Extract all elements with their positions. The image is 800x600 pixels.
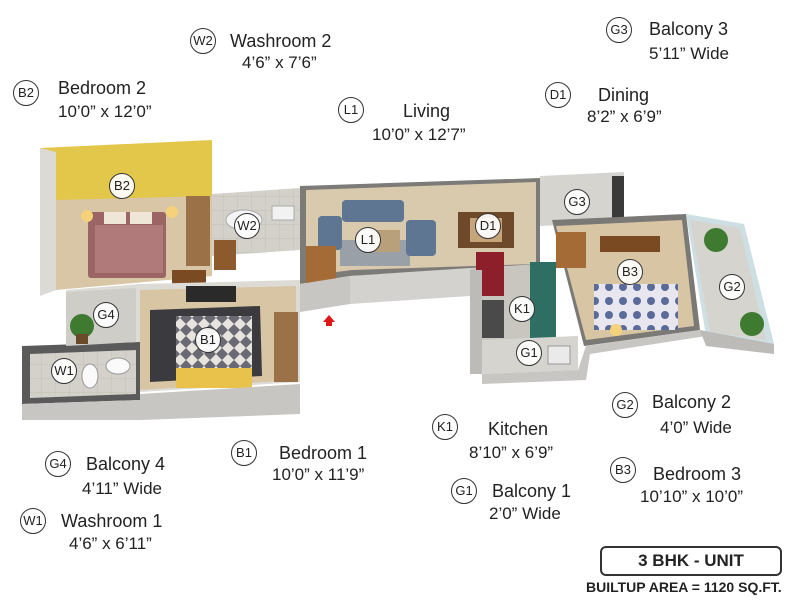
- plan-badge-g2: G2: [719, 274, 745, 300]
- legend-dims-g3: 5’11” Wide: [649, 44, 729, 63]
- legend-name-b2: Bedroom 2: [58, 78, 147, 98]
- legend-badge-d1: D1: [545, 82, 571, 108]
- legend-dims-g2: 4’0” Wide: [660, 418, 732, 437]
- legend-badge-g3: G3: [606, 17, 632, 43]
- legend-badge-w1: W1: [20, 508, 46, 534]
- plan-badge-k1: K1: [509, 296, 535, 322]
- legend-name-w1: Washroom 1: [61, 511, 163, 531]
- legend-name-g4: Balcony 4: [86, 454, 166, 474]
- legend-name-b1: Bedroom 1: [279, 443, 368, 463]
- legend-dims-b3: 10’10” x 10’0”: [640, 487, 744, 506]
- plan-badge-g3: G3: [564, 189, 590, 215]
- legend-dims-g1: 2’0” Wide: [489, 504, 561, 523]
- legend-name-g2: Balcony 2: [652, 392, 732, 412]
- legend-name-b3: Bedroom 3: [653, 464, 742, 484]
- plan-badge-l1: L1: [355, 227, 381, 253]
- plan-badge-b2: B2: [109, 173, 135, 199]
- builtup-area-label: BUILTUP AREA = 1120 SQ.FT.: [586, 579, 782, 595]
- slab-edges: [22, 268, 774, 420]
- legend-dims-b1: 10’0” x 11’9”: [272, 465, 365, 484]
- legend-badge-b2: B2: [13, 80, 39, 106]
- plan-badge-d1: D1: [475, 213, 501, 239]
- legend-name-g1: Balcony 1: [492, 481, 572, 501]
- legend-badge-g4: G4: [45, 451, 71, 477]
- legend-badge-g2: G2: [612, 392, 638, 418]
- plan-badge-w2: W2: [234, 213, 260, 239]
- plan-badge-b3: B3: [617, 259, 643, 285]
- kitchen-area: [470, 252, 556, 344]
- legend-dims-l1: 10’0” x 12’7”: [372, 125, 466, 144]
- legend-name-d1: Dining: [598, 85, 650, 105]
- plan-badge-b1: B1: [195, 327, 221, 353]
- legend-badge-w2: W2: [190, 28, 216, 54]
- washroom-1-area: [22, 342, 140, 404]
- legend-badge-b3: B3: [610, 457, 636, 483]
- legend-dims-b2: 10’0” x 12’0”: [58, 102, 152, 121]
- unit-type-label: 3 BHK - UNIT: [600, 546, 782, 576]
- entry-arrow-icon: [323, 315, 335, 326]
- legend-dims-k1: 8’10” x 6’9”: [469, 443, 554, 462]
- plan-badge-g1: G1: [516, 340, 542, 366]
- legend-name-k1: Kitchen: [488, 419, 549, 439]
- legend-badge-b1: B1: [231, 440, 257, 466]
- plan-badge-w1: W1: [51, 358, 77, 384]
- legend-badge-k1: K1: [432, 414, 458, 440]
- legend-name-l1: Living: [403, 101, 451, 121]
- legend-name-g3: Balcony 3: [649, 19, 729, 39]
- legend-dims-w1: 4’6” x 6’11”: [69, 534, 152, 553]
- legend-dims-d1: 8’2” x 6’9”: [587, 107, 662, 126]
- bedroom-2-area: [40, 140, 212, 296]
- legend-badge-g1: G1: [451, 478, 477, 504]
- legend-name-w2: Washroom 2: [230, 31, 332, 51]
- legend-dims-w2: 4’6” x 7’6”: [242, 53, 317, 72]
- plan-badge-g4: G4: [93, 302, 119, 328]
- legend-badge-l1: L1: [338, 97, 364, 123]
- legend-dims-g4: 4’11” Wide: [82, 479, 162, 498]
